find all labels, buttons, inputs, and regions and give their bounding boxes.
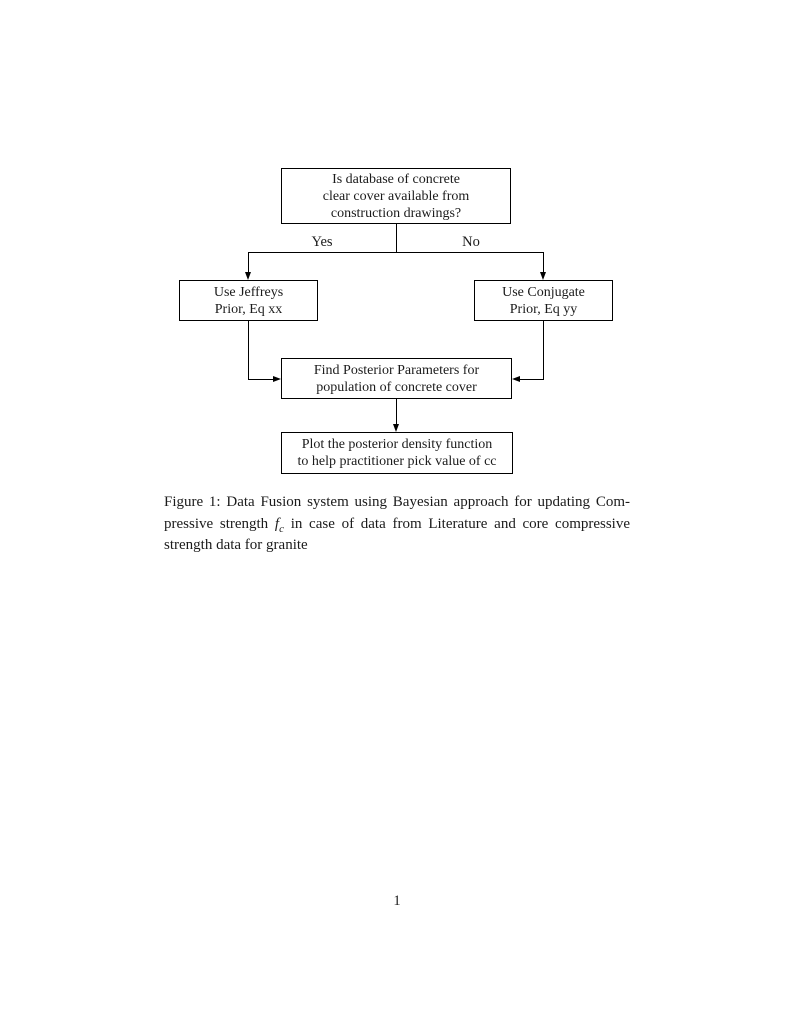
math-fc: fc (274, 515, 284, 535)
node-posterior-parameters: Find Posterior Parameters for population… (281, 358, 512, 399)
node-conjugate-line: Prior, Eq yy (509, 301, 578, 317)
caption-line-2-post: in case of data from Literature and core… (290, 515, 631, 532)
edge-posterior-down (396, 399, 397, 425)
caption-line-2-pre: pressive strength (164, 515, 269, 532)
node-posterior-line: population of concrete cover (316, 379, 477, 395)
node-conjugate-line: Use Conjugate (502, 284, 585, 300)
arrowhead-left-icon (512, 376, 520, 382)
edge-jeffreys-horizontal (248, 379, 274, 380)
caption-line-2: pressive strength fc in case of data fro… (164, 514, 630, 536)
edge-conjugate-horizontal (519, 379, 544, 380)
node-jeffreys-line: Use Jeffreys (213, 284, 284, 300)
node-plot-line: Plot the posterior density function (301, 437, 493, 452)
caption-line-1: Figure 1: Data Fusion system using Bayes… (164, 494, 630, 510)
edge-jeffreys-down (248, 321, 249, 380)
node-question-line: construction drawings? (330, 205, 462, 221)
node-question-line: clear cover available from (322, 188, 470, 204)
edge-yes-vertical (248, 252, 249, 273)
node-question: Is database of concrete clear cover avai… (281, 168, 511, 224)
figure-caption: Figure 1: Data Fusion system using Bayes… (164, 492, 630, 557)
page-number: 1 (393, 893, 401, 909)
edge-label-yes: Yes (311, 234, 333, 250)
edge-label-no: No (462, 234, 480, 250)
edge-conjugate-down (543, 321, 544, 380)
arrowhead-down-icon (540, 272, 546, 280)
edge-branch-horizontal (248, 252, 544, 253)
edge-no-vertical (543, 252, 544, 273)
node-plot-density: Plot the posterior density function to h… (281, 432, 513, 474)
node-plot-line: to help practitioner pick value of cc (297, 454, 497, 469)
node-jeffreys-prior: Use Jeffreys Prior, Eq xx (179, 280, 318, 321)
node-question-line: Is database of concrete (332, 171, 460, 187)
arrowhead-right-icon (273, 376, 281, 382)
arrowhead-down-icon (245, 272, 251, 280)
node-conjugate-prior: Use Conjugate Prior, Eq yy (474, 280, 613, 321)
node-posterior-line: Find Posterior Parameters for (313, 362, 480, 378)
node-jeffreys-line: Prior, Eq xx (214, 301, 283, 317)
arrowhead-down-icon (393, 424, 399, 432)
edge-question-stub (396, 224, 397, 253)
caption-line-3: strength data for granite (164, 537, 308, 553)
